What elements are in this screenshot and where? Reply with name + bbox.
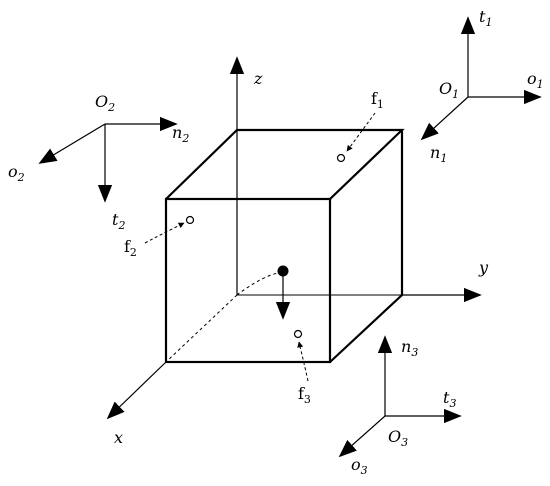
frame-1 <box>420 16 542 141</box>
cube-front-face <box>164 197 332 364</box>
contact-point-f2 <box>185 215 195 225</box>
hidden-edge-diagonal <box>165 294 238 363</box>
frame1-o-label: o1 <box>527 69 544 91</box>
frame-2 <box>38 116 178 203</box>
x-axis-label: x <box>114 428 123 447</box>
frame3-o-label: o3 <box>351 455 368 477</box>
frame1-n-label: n1 <box>430 143 447 165</box>
frame1-origin-label: O1 <box>439 79 459 101</box>
frame3-origin-label: O3 <box>388 427 408 449</box>
f1-label: f1 <box>371 89 384 111</box>
frame3-n-label: n3 <box>401 337 418 359</box>
frame2-o-axis <box>38 123 106 164</box>
frame1-n-axis <box>420 96 469 141</box>
frame2-origin-label: O2 <box>95 92 115 114</box>
cube-visible-edges <box>164 128 405 364</box>
z-axis-label: z <box>253 69 263 88</box>
frame1-t-label: t1 <box>479 7 492 29</box>
f2-label: f2 <box>124 237 137 259</box>
frame2-n-label: n2 <box>172 123 189 145</box>
frame2-o-label: o2 <box>8 162 25 184</box>
contact-point-f3 <box>293 329 303 339</box>
frame3-t-label: t3 <box>443 388 456 410</box>
contact-leaders <box>144 112 376 382</box>
x-axis <box>106 361 167 420</box>
y-axis-label: y <box>478 258 489 277</box>
frame2-t-label: t2 <box>112 210 125 232</box>
frame3-o-axis <box>338 415 386 458</box>
leader-f1 <box>346 112 376 152</box>
leader-f2 <box>144 222 185 244</box>
world-axes <box>106 56 482 420</box>
frame-3 <box>338 335 462 458</box>
center-of-mass-dashed-line <box>236 272 279 296</box>
contact-point-f1 <box>336 153 346 163</box>
f3-label: f3 <box>298 384 311 406</box>
cube-top-face <box>165 128 405 200</box>
